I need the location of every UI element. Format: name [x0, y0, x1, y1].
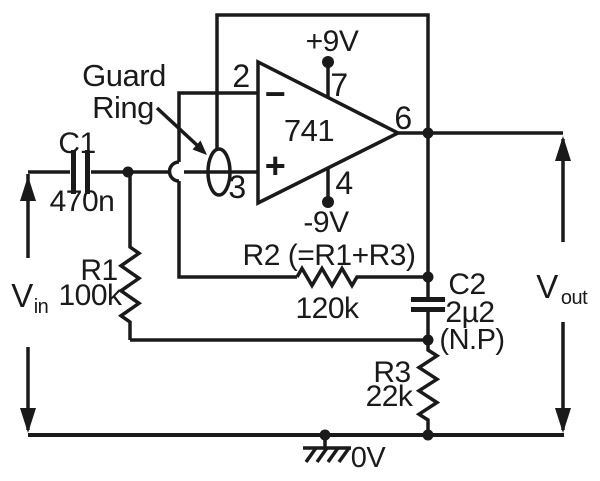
- opamp-noninverting-symbol: +: [265, 145, 286, 186]
- guard-ring-label-line1: Guard: [82, 58, 166, 93]
- guard-ring-symbol: [206, 147, 232, 197]
- vin-down-arrow-icon: [20, 408, 36, 433]
- guard-ring: Guard Ring: [82, 58, 232, 197]
- guard-ring-label-line2: Ring: [92, 90, 154, 125]
- negative-supply-terminal-icon: [322, 196, 334, 208]
- pin6-label: 6: [394, 100, 411, 136]
- opamp-part-label: 741: [284, 113, 334, 148]
- c1-ref-label: C1: [58, 127, 95, 160]
- junction-dots: [122, 127, 434, 441]
- pin3-label: 3: [228, 169, 245, 205]
- vout-label: V: [536, 268, 558, 305]
- guard-ring-pointer-line: [155, 106, 201, 149]
- r2-value-label: 120k: [295, 292, 360, 325]
- vin-label: V: [11, 277, 33, 314]
- r3-ref-label: R3: [373, 356, 410, 389]
- c1-value-label: 470n: [50, 185, 115, 218]
- c1-plate-left: [71, 150, 76, 194]
- ground-symbol: 0V: [303, 435, 387, 474]
- r2-ref-label: R2 (=R1+R3): [243, 239, 416, 272]
- vin-up-arrow-icon: [20, 176, 36, 201]
- junction-dot: [422, 334, 434, 346]
- negative-supply-label: -9V: [303, 206, 349, 239]
- c1-capacitor: C1 470n: [50, 127, 115, 218]
- c2-ref-label: C2: [448, 268, 485, 301]
- r3-resistor-symbol: [415, 340, 441, 435]
- r1-resistor-symbol: [117, 172, 143, 340]
- guard-ring-pointer-arrow-icon: [192, 140, 207, 155]
- junction-dot: [422, 429, 434, 441]
- vout-up-arrow-icon: [555, 136, 571, 161]
- vout-subscript-label: out: [561, 287, 588, 309]
- pin4-label: 4: [335, 165, 352, 201]
- wire-guard-drive: [215, 13, 430, 149]
- r3-value-label: 22k: [366, 380, 414, 413]
- port-labels: V in V out: [11, 268, 588, 318]
- c2-capacitor: C2 2µ2 (N.P): [411, 268, 505, 356]
- c2-value-label: 2µ2: [445, 296, 494, 329]
- ground-label: 0V: [351, 442, 387, 474]
- wire-feedback-lower: [177, 181, 297, 279]
- c1-plate-right: [85, 150, 90, 194]
- junction-dot: [319, 429, 331, 441]
- crossover-hop-icon: [167, 160, 180, 183]
- opamp-741: − + 741 2 3 7 4 6 +9V -9V: [228, 25, 412, 239]
- junction-dot: [122, 166, 134, 178]
- r2-resistor-symbol: [295, 265, 428, 289]
- vin-subscript-label: in: [34, 296, 49, 318]
- opamp-inverting-symbol: −: [265, 73, 286, 114]
- pin7-label: 7: [330, 67, 347, 103]
- junction-dot: [422, 271, 434, 283]
- r1-ref-label: R1: [80, 254, 117, 287]
- pin2-label: 2: [232, 58, 249, 94]
- wires: [20, 13, 571, 437]
- r1-value-label: 100k: [58, 279, 123, 312]
- c2-plate-top: [411, 297, 445, 302]
- positive-supply-label: +9V: [306, 25, 359, 58]
- junction-dot: [422, 127, 434, 139]
- c2-plate-bottom: [411, 307, 445, 312]
- ground-hatch-icon: [304, 446, 351, 464]
- vout-down-arrow-icon: [555, 408, 571, 433]
- wire-pin2-feedback: [177, 91, 258, 162]
- c2-note-label: (N.P): [439, 324, 504, 356]
- positive-supply-terminal-icon: [322, 56, 334, 68]
